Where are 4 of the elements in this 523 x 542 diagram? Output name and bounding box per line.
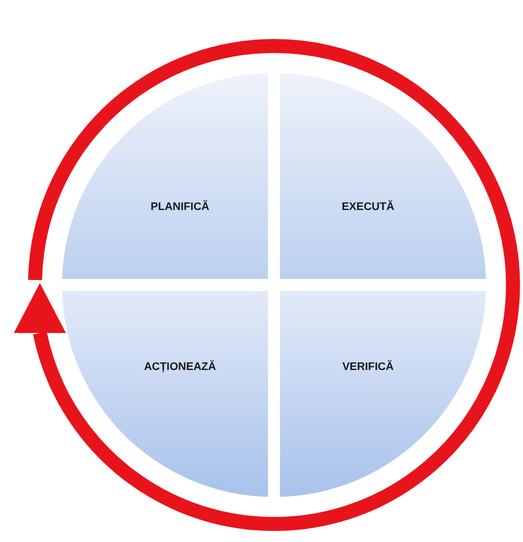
- quadrant-label: ACȚIONEAZĂ: [144, 361, 216, 373]
- quadrant-label: PLANIFICĂ: [150, 201, 210, 213]
- quadrant-label: VERIFICĂ: [342, 361, 394, 373]
- quadrant-label: EXECUTĂ: [342, 201, 394, 213]
